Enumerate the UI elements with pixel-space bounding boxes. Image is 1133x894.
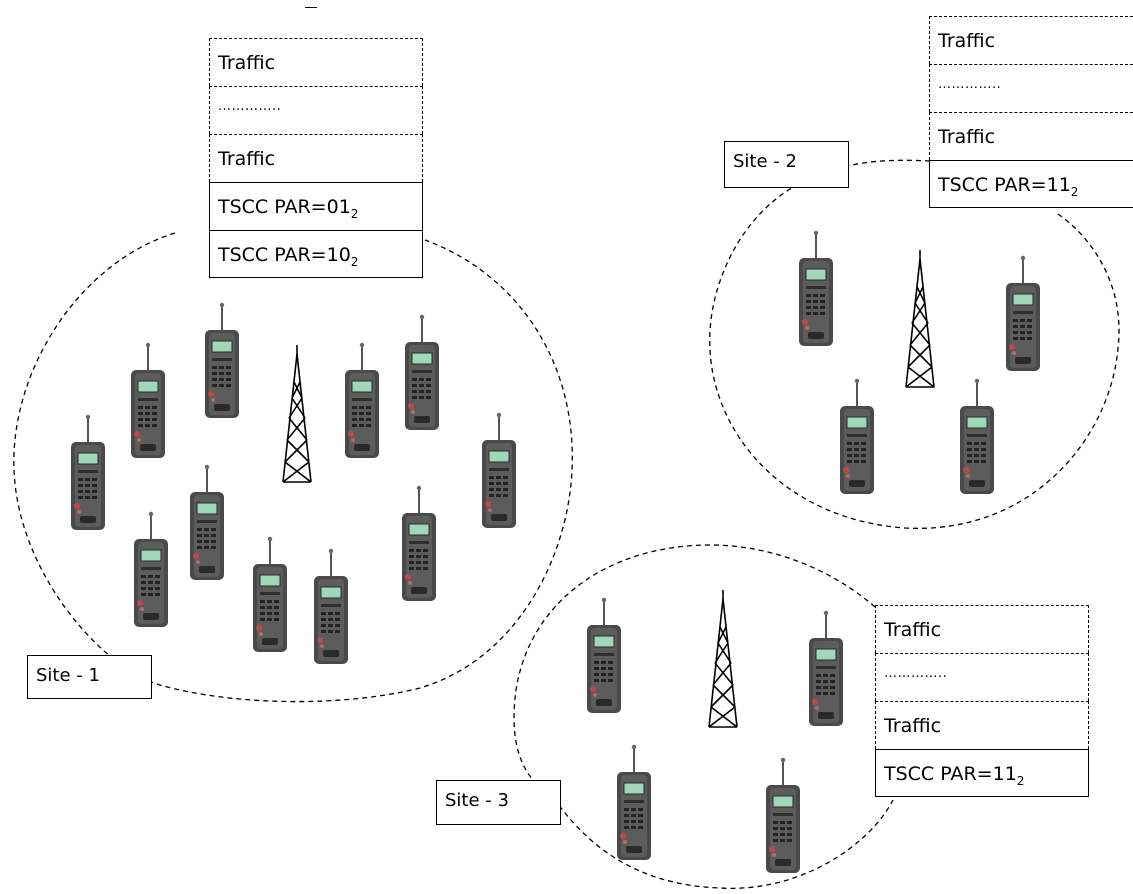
handset-icon bbox=[133, 510, 169, 628]
site-1-handsets bbox=[70, 301, 517, 665]
site-2-channel-stack: Traffic ………….. Traffic TSCC PAR=112 bbox=[929, 16, 1133, 208]
channel-ellipsis: ………….. bbox=[929, 64, 1133, 112]
tscc-channel: TSCC PAR=112 bbox=[875, 749, 1089, 797]
handset-icon bbox=[404, 313, 440, 431]
channel-ellipsis: ………….. bbox=[875, 653, 1089, 701]
site-2-coverage bbox=[709, 159, 1120, 529]
site-3-tower-icon bbox=[708, 589, 738, 728]
handset-icon bbox=[765, 756, 801, 874]
tscc-channel: TSCC PAR=012 bbox=[209, 182, 423, 230]
handset-icon bbox=[130, 341, 166, 459]
traffic-channel: Traffic bbox=[209, 38, 423, 86]
site-3-label: Site - 3 bbox=[436, 780, 561, 825]
site-1-label: Site - 1 bbox=[27, 655, 152, 699]
channel-ellipsis: ………….. bbox=[209, 86, 423, 134]
handset-icon bbox=[189, 463, 225, 581]
site-1-tower-icon bbox=[282, 344, 312, 483]
handset-icon bbox=[586, 596, 622, 714]
traffic-channel: Traffic bbox=[875, 701, 1089, 749]
tscc-channel: TSCC PAR=112 bbox=[929, 160, 1133, 208]
handset-icon bbox=[252, 535, 288, 653]
handset-icon bbox=[1005, 254, 1041, 372]
handset-icon bbox=[959, 377, 995, 495]
traffic-channel: Traffic bbox=[875, 605, 1089, 653]
traffic-channel: Traffic bbox=[929, 112, 1133, 160]
handset-icon bbox=[808, 609, 844, 727]
site-2-tower-icon bbox=[905, 249, 935, 388]
handset-icon bbox=[70, 413, 106, 531]
handset-icon bbox=[616, 743, 652, 861]
handset-icon bbox=[344, 341, 380, 459]
site-1-coverage bbox=[13, 232, 573, 703]
handset-icon bbox=[204, 301, 240, 419]
site-2-label: Site - 2 bbox=[724, 141, 849, 188]
handset-icon bbox=[839, 377, 875, 495]
traffic-channel: Traffic bbox=[929, 16, 1133, 64]
tscc-channel: TSCC PAR=102 bbox=[209, 230, 423, 278]
site-3-coverage bbox=[513, 544, 894, 889]
site-3-channel-stack: Traffic ………….. Traffic TSCC PAR=112 bbox=[875, 605, 1089, 797]
site-1-channel-stack: Traffic ………….. Traffic TSCC PAR=012 TSCC… bbox=[209, 38, 423, 278]
handset-icon bbox=[798, 229, 834, 347]
handset-icon bbox=[401, 484, 437, 602]
dash-mark bbox=[305, 7, 317, 8]
site-3-handsets bbox=[586, 596, 844, 874]
handset-icon bbox=[313, 547, 349, 665]
handset-icon bbox=[481, 411, 517, 529]
traffic-channel: Traffic bbox=[209, 134, 423, 182]
